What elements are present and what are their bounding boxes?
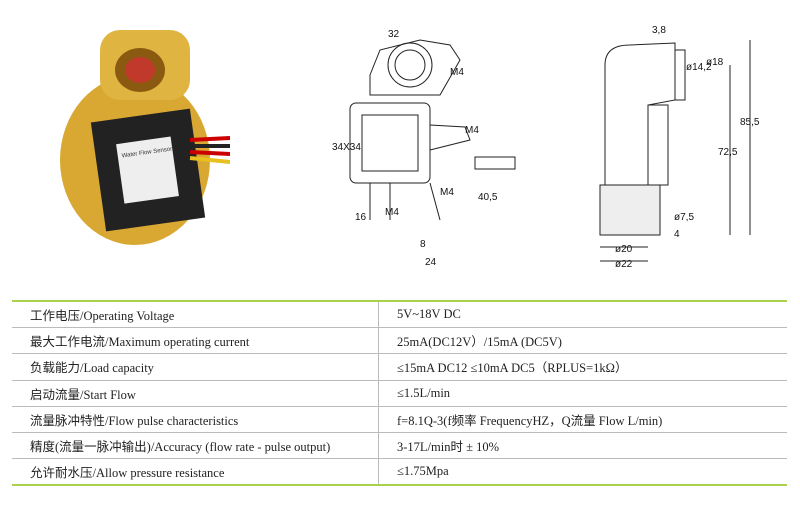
dim-label: 16 xyxy=(355,212,367,223)
side-view: 3,8 ø14,2 ø18 72,5 85,5 ø7,5 4 ø20 ø22 xyxy=(599,25,760,270)
dim-label: 4 xyxy=(674,229,680,240)
dim-label: ø7,5 xyxy=(674,212,694,223)
dim-label: M4 xyxy=(385,207,399,218)
spec-value: 3-17L/min时 ± 10% xyxy=(378,432,787,460)
dim-label: M4 xyxy=(440,187,454,198)
spec-label: 工作电压/Operating Voltage xyxy=(12,301,379,329)
spec-value: ≤1.75Mpa xyxy=(378,458,787,486)
spec-label: 负载能力/Load capacity xyxy=(12,353,379,381)
spec-value: ≤15mA DC12 ≤10mA DC5（RPLUS=1kΩ） xyxy=(378,353,787,381)
dim-label: ø14,2 xyxy=(686,62,712,73)
dim-label: 72,5 xyxy=(718,147,738,158)
dim-label: 32 xyxy=(388,29,400,40)
dim-label: 8 xyxy=(420,239,426,250)
spec-label: 流量脉冲特性/Flow pulse characteristics xyxy=(12,406,379,433)
flow-sensor-photo: Water Flow Sensor xyxy=(60,30,230,245)
spec-row: 允许耐水压/Allow pressure resistance ≤1.75Mpa xyxy=(12,458,787,486)
spec-row: 启动流量/Start Flow≤1.5L/min xyxy=(12,380,787,407)
dim-label: M4 xyxy=(450,67,464,78)
spec-value: 5V~18V DC xyxy=(378,301,787,329)
spec-value: f=8.1Q-3(f频率 FrequencyHZ，Q流量 Flow L/min) xyxy=(378,406,787,433)
spec-value: 25mA(DC12V）/15mA (DC5V) xyxy=(378,327,787,355)
dim-label: ø20 xyxy=(615,244,633,255)
spec-label: 最大工作电流/Maximum operating current xyxy=(12,327,379,355)
spec-row: 精度(流量一脉冲输出)/Accuracy (flow rate - pulse … xyxy=(12,432,787,460)
dim-label: 3,8 xyxy=(652,25,666,36)
spec-label: 允许耐水压/Allow pressure resistance xyxy=(30,466,225,481)
dim-label: 24 xyxy=(425,257,437,268)
front-view: 32 M4 M4 34X34 40,5 16 M4 M4 8 24 xyxy=(332,29,516,268)
dim-label: M4 xyxy=(465,125,479,136)
spec-row: 负载能力/Load capacity≤15mA DC12 ≤10mA DC5（R… xyxy=(12,353,787,381)
dim-label: 34X34 xyxy=(332,142,361,153)
dim-label: 40,5 xyxy=(478,192,498,203)
dim-label: ø18 xyxy=(706,57,724,68)
dimension-drawings: 32 M4 M4 34X34 40,5 16 M4 M4 8 24 3,8 ø1… xyxy=(332,25,760,270)
spec-value: ≤1.5L/min xyxy=(378,380,787,407)
spec-label: 启动流量/Start Flow xyxy=(12,380,379,407)
dim-label: ø22 xyxy=(615,259,633,270)
spec-label: 精度(流量一脉冲输出)/Accuracy (flow rate - pulse … xyxy=(12,432,379,460)
